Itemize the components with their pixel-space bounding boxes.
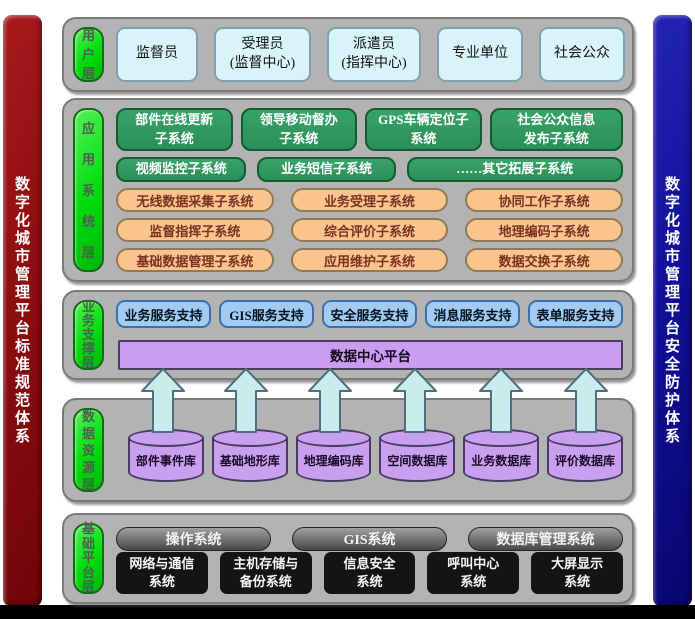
subsystem-data-exchange: 数据交换子系统 <box>465 248 624 272</box>
user-box-dispatcher: 派遣员 (指挥中心) <box>327 27 421 82</box>
service-business: 业务服务支持 <box>116 300 211 328</box>
user-box-public: 社会公众 <box>539 27 625 82</box>
hardware-row: 网络与通信 系统 主机存储与 备份系统 信息安全 系统 呼叫中心 系统 大屏显示… <box>116 552 623 594</box>
system-os: 操作系统 <box>116 527 271 551</box>
subsystem-wireless-collect: 无线数据采集子系统 <box>116 188 274 212</box>
database-cylinder-geocode: 地理编码库 <box>295 429 372 482</box>
app-green-row-1: 部件在线更新 子系统 领导移动督办 子系统 GPS车辆定位子 系统 社会公众信息… <box>116 108 623 151</box>
subsystem-basic-data: 基础数据管理子系统 <box>116 248 274 272</box>
app-green-row-2: 视频监控子系统 业务短信子系统 ……其它拓展子系统 <box>116 157 623 182</box>
layer-infrastructure-label: 基础平台层 <box>81 521 95 595</box>
layer-service-label: 业务支撑层 <box>81 299 95 370</box>
subsystem-public-info: 社会公众信息 发布子系统 <box>489 108 623 151</box>
hardware-call-center: 呼叫中心 系统 <box>427 552 520 594</box>
layer-user-badge: 用户层 <box>73 27 104 82</box>
layer-user: 用户层 监督员 受理员 (监督中心) 派遣员 (指挥中心) 专业单位 社会公众 <box>62 17 634 92</box>
service-row: 业务服务支持 GIS服务支持 安全服务支持 消息服务支持 表单服务支持 <box>116 300 623 328</box>
system-dbms: 数据库管理系统 <box>468 527 623 551</box>
layer-user-label: 用户层 <box>81 28 95 81</box>
data-flow-up-arrows-icon <box>141 368 608 433</box>
service-security: 安全服务支持 <box>322 300 417 328</box>
app-orange-row-1: 无线数据采集子系统 业务受理子系统 协同工作子系统 <box>116 188 624 212</box>
subsystem-collaboration: 协同工作子系统 <box>465 188 624 212</box>
hardware-info-security: 信息安全 系统 <box>323 552 416 594</box>
app-orange-row-3: 基础数据管理子系统 应用维护子系统 数据交换子系统 <box>116 248 624 272</box>
right-pillar-label: 数字化城市管理平台安全防护体系 <box>664 177 680 445</box>
subsystem-video-monitor: 视频监控子系统 <box>116 157 247 182</box>
layer-infrastructure: 基础平台层 操作系统 GIS系统 数据库管理系统 网络与通信 系统 主机存储与 … <box>62 513 634 604</box>
data-center-platform-bar: 数据中心平台 <box>118 340 623 370</box>
software-row: 操作系统 GIS系统 数据库管理系统 <box>116 527 623 551</box>
database-cylinder-evaluation: 评价数据库 <box>547 429 623 482</box>
layer-service: 业务支撑层 业务服务支持 GIS服务支持 安全服务支持 消息服务支持 表单服务支… <box>62 290 634 380</box>
left-pillar-label: 数字化城市管理平台标准规范体系 <box>14 177 30 445</box>
user-box-acceptor: 受理员 (监督中心) <box>214 27 311 82</box>
subsystem-component-update: 部件在线更新 子系统 <box>116 108 233 151</box>
service-message: 消息服务支持 <box>425 300 520 328</box>
left-pillar: 数字化城市管理平台标准规范体系 <box>3 15 42 607</box>
subsystem-app-maintain: 应用维护子系统 <box>290 248 449 272</box>
subsystem-evaluation: 综合评价子系统 <box>290 218 449 242</box>
hardware-big-screen: 大屏显示 系统 <box>531 552 623 594</box>
layer-service-badge: 业务支撑层 <box>73 300 104 370</box>
subsystem-business-accept: 业务受理子系统 <box>290 188 449 212</box>
subsystem-supervise-command: 监督指挥子系统 <box>116 218 274 242</box>
database-cylinder-component-event: 部件事件库 <box>128 429 204 482</box>
subsystem-leader-mobile: 领导移动督办 子系统 <box>240 108 358 151</box>
layer-infrastructure-badge: 基础平台层 <box>73 521 104 595</box>
user-boxes-row: 监督员 受理员 (监督中心) 派遣员 (指挥中心) 专业单位 社会公众 <box>116 27 625 82</box>
layer-data-label: 数据资源层 <box>81 408 95 492</box>
database-cylinder-terrain: 基础地形库 <box>211 429 288 482</box>
subsystem-geocoding: 地理编码子系统 <box>465 218 624 242</box>
hardware-host-storage: 主机存储与 备份系统 <box>219 552 312 594</box>
service-form: 表单服务支持 <box>528 300 623 328</box>
layer-data-badge: 数据资源层 <box>73 408 104 492</box>
bottom-bar <box>0 605 695 619</box>
layer-application: 应用系统层 部件在线更新 子系统 领导移动督办 子系统 GPS车辆定位子 系统 … <box>62 98 634 282</box>
subsystem-other-extension: ……其它拓展子系统 <box>406 157 623 182</box>
service-gis: GIS服务支持 <box>219 300 314 328</box>
database-cylinder-spatial: 空间数据库 <box>379 429 456 482</box>
layer-application-badge: 应用系统层 <box>73 108 104 272</box>
app-orange-row-2: 监督指挥子系统 综合评价子系统 地理编码子系统 <box>116 218 624 242</box>
user-box-supervisor: 监督员 <box>116 27 198 82</box>
right-pillar: 数字化城市管理平台安全防护体系 <box>653 15 692 607</box>
layer-application-label: 应用系统层 <box>81 120 95 260</box>
system-gis: GIS系统 <box>292 527 447 551</box>
database-cylinder-business: 业务数据库 <box>463 429 540 482</box>
user-box-professional-unit: 专业单位 <box>437 27 523 82</box>
subsystem-sms: 业务短信子系统 <box>257 157 396 182</box>
hardware-network-comm: 网络与通信 系统 <box>116 552 208 594</box>
subsystem-gps-location: GPS车辆定位子 系统 <box>365 108 482 151</box>
